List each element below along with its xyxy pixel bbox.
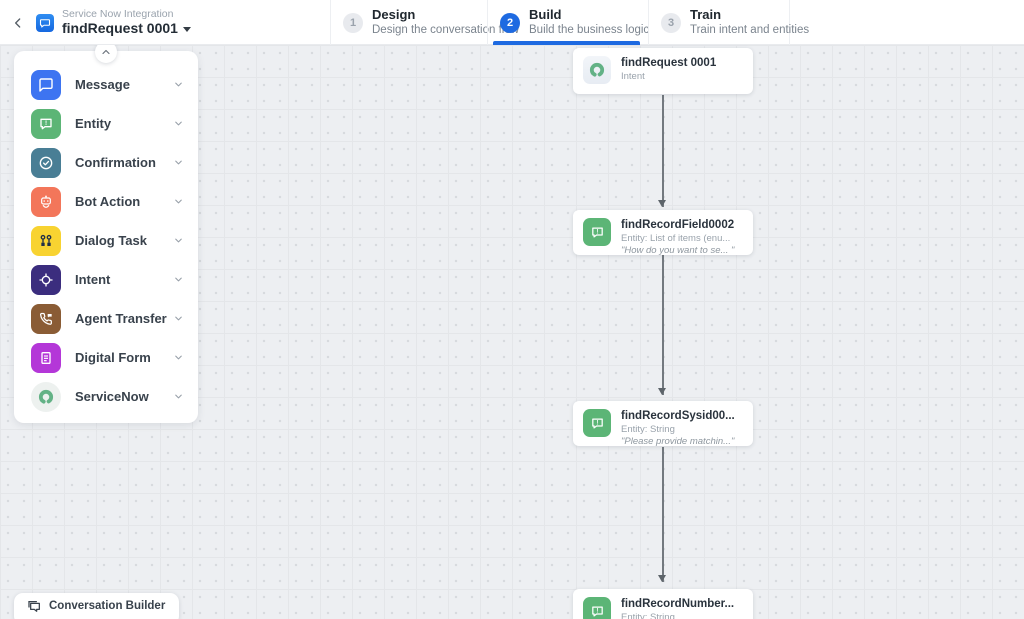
tab-build-number: 2: [500, 12, 520, 33]
task-name-dropdown[interactable]: findRequest 0001: [62, 20, 191, 36]
tab-train-number: 3: [661, 12, 681, 33]
node-prompt: "How do you want to se... ": [621, 245, 735, 257]
node-subtitle: Intent: [621, 70, 645, 82]
entity-icon: !: [583, 597, 611, 619]
palette-item-label: Message: [75, 77, 130, 92]
flow-edge-arrow: [658, 200, 666, 207]
svg-text:!: !: [596, 229, 598, 235]
tab-train-label: Train: [690, 7, 722, 23]
flow-edge-arrow: [658, 388, 666, 395]
node-title: findRecordSysid00...: [621, 410, 735, 422]
node-prompt: "Please provide matchin...": [621, 436, 735, 448]
palette-item-confirmation[interactable]: Confirmation: [14, 143, 198, 182]
flow-canvas[interactable]: Message ! Entity Confirmation: [0, 41, 1024, 619]
palette-item-label: Agent Transfer: [75, 311, 167, 326]
servicenow-icon: [583, 56, 611, 84]
chevron-down-icon[interactable]: [173, 157, 184, 168]
palette-item-label: Bot Action: [75, 194, 141, 209]
chevron-down-icon[interactable]: [173, 313, 184, 324]
palette-item-message[interactable]: Message: [14, 65, 198, 104]
palette-item-label: Digital Form: [75, 350, 151, 365]
tab-design-label: Design: [372, 7, 416, 23]
flow-node-findrequest[interactable]: findRequest 0001 Intent: [573, 48, 753, 94]
chevron-down-icon[interactable]: [173, 196, 184, 207]
flow-node-findrecordnumber[interactable]: ! findRecordNumber... Entity: String: [573, 589, 753, 619]
palette-collapse-button[interactable]: [95, 41, 117, 63]
task-name: findRequest 0001: [62, 20, 178, 37]
chevron-left-icon: [15, 17, 21, 28]
chevron-down-icon[interactable]: [173, 79, 184, 90]
flow-node-findrecordfield[interactable]: ! findRecordField0002 Entity: List of it…: [573, 210, 753, 257]
agent-transfer-icon: [31, 303, 61, 334]
conversation-builder-label: Conversation Builder: [49, 600, 166, 612]
chat-bubbles-icon: [28, 601, 40, 612]
svg-text:!: !: [596, 420, 598, 426]
tab-train[interactable]: 3 Train Train intent and entities: [648, 0, 809, 45]
flow-edge-arrow: [658, 575, 666, 582]
palette-item-label: Dialog Task: [75, 233, 148, 248]
bot-name: Service Now Integration: [62, 8, 174, 21]
palette-item-digital-form[interactable]: Digital Form: [14, 338, 198, 377]
flow-edge: [662, 95, 664, 207]
svg-text:!: !: [596, 608, 598, 614]
tab-design-description: Design the conversation flow: [372, 24, 520, 37]
node-title: findRecordField0002: [621, 219, 735, 231]
chevron-down-icon[interactable]: [173, 391, 184, 402]
chevron-down-icon[interactable]: [173, 274, 184, 285]
palette-item-bot-action[interactable]: Bot Action: [14, 182, 198, 221]
entity-icon: !: [583, 218, 611, 246]
svg-text:!: !: [45, 120, 47, 127]
chevron-down-icon[interactable]: [173, 352, 184, 363]
palette-item-agent-transfer[interactable]: Agent Transfer: [14, 299, 198, 338]
tab-build-description: Build the business logic: [529, 24, 650, 37]
palette-item-label: ServiceNow: [75, 389, 149, 404]
digital-form-icon: [31, 342, 61, 373]
message-icon: [31, 69, 61, 100]
chevron-down-icon[interactable]: [173, 118, 184, 129]
node-subtitle: Entity: List of items (enu...: [621, 232, 731, 244]
servicenow-icon: [31, 381, 61, 412]
palette-item-servicenow[interactable]: ServiceNow: [14, 377, 198, 416]
tab-train-description: Train intent and entities: [690, 24, 810, 37]
intent-icon: [31, 264, 61, 295]
palette-item-label: Entity: [75, 116, 112, 131]
flow-edge: [662, 447, 664, 582]
bot-action-icon: [31, 186, 61, 217]
chevron-down-icon: [182, 27, 191, 33]
palette-item-label: Confirmation: [75, 155, 156, 170]
entity-icon: !: [31, 108, 61, 139]
top-header: Service Now Integration findRequest 0001…: [0, 0, 1024, 45]
chevron-down-icon[interactable]: [173, 235, 184, 246]
tab-build-label: Build: [529, 7, 562, 23]
palette-item-dialog-task[interactable]: Dialog Task: [14, 221, 198, 260]
node-title: findRequest 0001: [621, 57, 717, 69]
node-subtitle: Entity: String: [621, 611, 675, 619]
confirmation-icon: [31, 147, 61, 178]
entity-icon: !: [583, 409, 611, 437]
node-palette: Message ! Entity Confirmation: [14, 41, 198, 423]
node-title: findRecordNumber...: [621, 598, 735, 610]
header-left: Service Now Integration findRequest 0001: [8, 0, 191, 45]
tab-design[interactable]: 1 Design Design the conversation flow: [330, 0, 519, 45]
tab-build[interactable]: 2 Build Build the business logic: [487, 0, 650, 45]
tab-design-number: 1: [343, 12, 363, 33]
palette-item-label: Intent: [75, 272, 111, 287]
flow-edge: [662, 255, 664, 395]
task-title-block: Service Now Integration findRequest 0001: [62, 8, 191, 36]
palette-item-intent[interactable]: Intent: [14, 260, 198, 299]
palette-item-entity[interactable]: ! Entity: [14, 104, 198, 143]
chat-bot-icon: [36, 13, 54, 32]
chevron-up-icon: [102, 49, 110, 55]
conversation-builder-button[interactable]: Conversation Builder: [14, 593, 180, 619]
flow-node-findrecordsysid[interactable]: ! findRecordSysid00... Entity: String "P…: [573, 401, 753, 448]
node-subtitle: Entity: String: [621, 423, 675, 435]
back-button[interactable]: [8, 13, 28, 33]
dialog-task-icon: [31, 225, 61, 256]
stage-tabs: 1 Design Design the conversation flow 2 …: [330, 0, 809, 45]
